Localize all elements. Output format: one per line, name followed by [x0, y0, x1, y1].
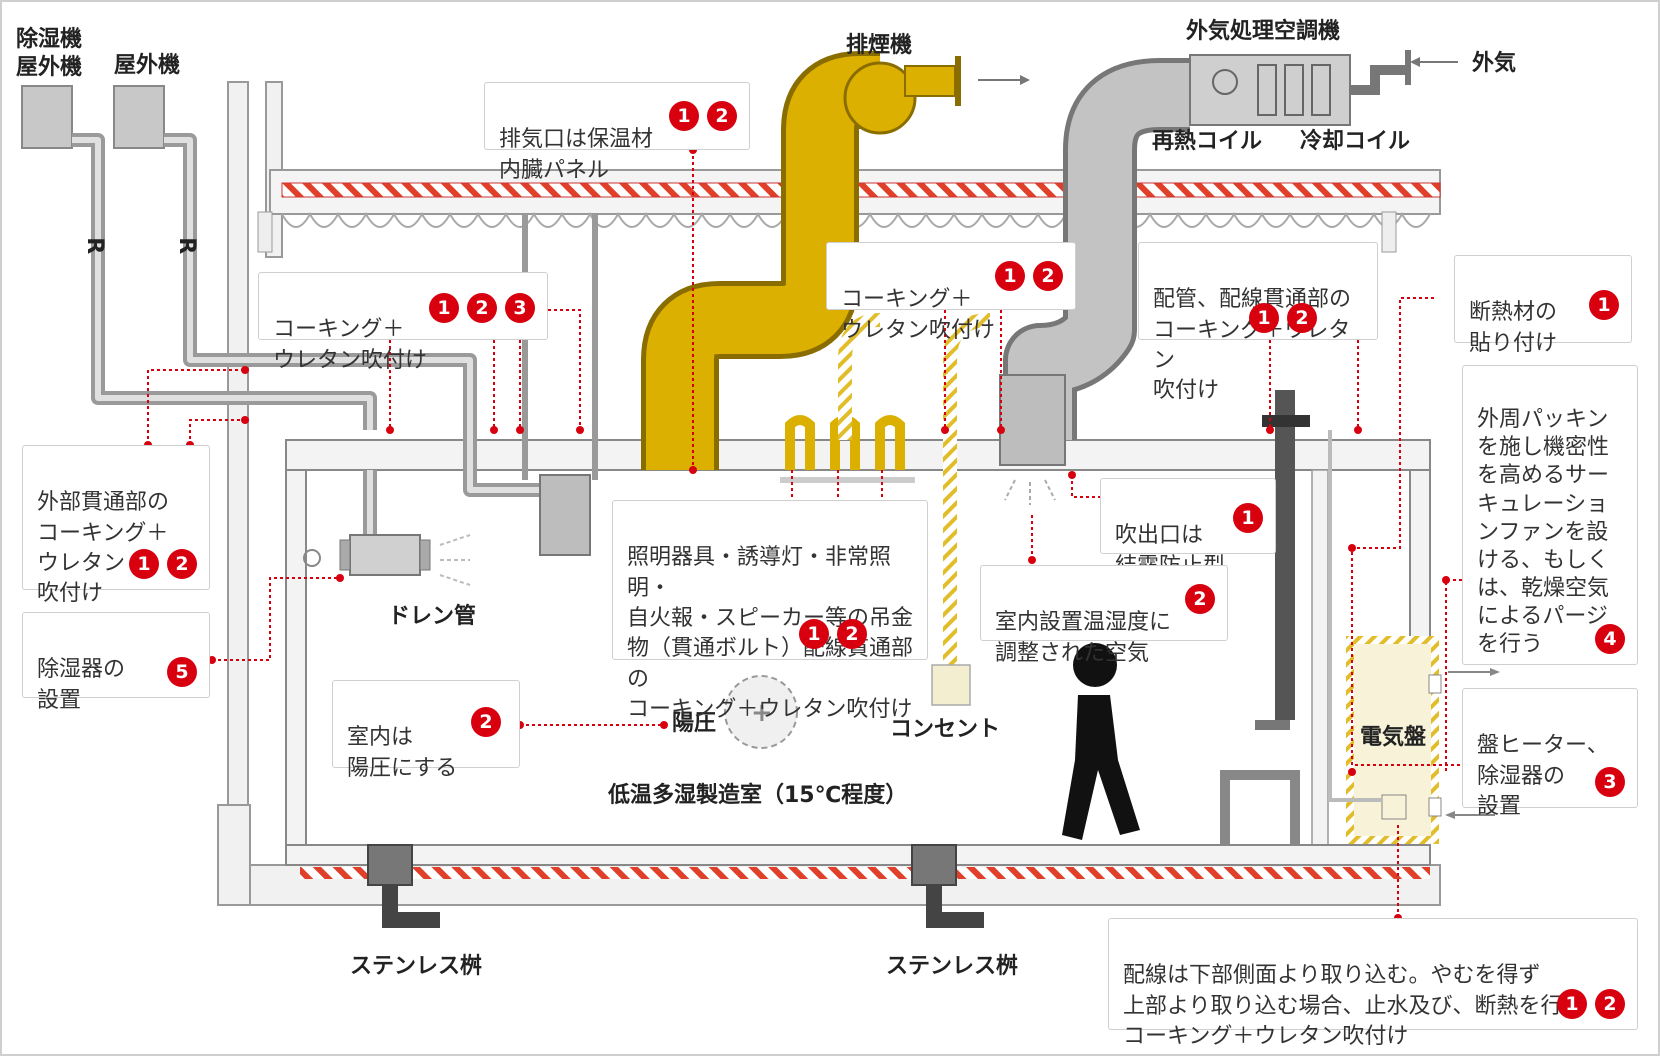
roof-insulation [281, 182, 1441, 198]
callout-insulation: 断熱材の 貼り付け 1 [1454, 255, 1632, 356]
leader-lines [147, 150, 1462, 918]
callout-text: 室内は 陽圧にする [347, 725, 458, 781]
beam-left [257, 211, 273, 253]
person [1062, 695, 1140, 840]
callout-adjusted-air: 室内設置温湿度に 調整された空気 2 [980, 565, 1228, 666]
callout-text: 排気口は保温材 内臓パネル [499, 127, 654, 183]
label-stainless-pit-2: ステンレス桝 [886, 954, 1019, 979]
label-outdoor-unit: 屋外機 [114, 53, 181, 78]
label-cooling-coil: 冷却コイル [1300, 129, 1411, 154]
badge: 3 [1595, 767, 1625, 797]
badge: 1 [1233, 503, 1263, 533]
callout-text: 室内設置温湿度に 調整された空気 [995, 610, 1172, 666]
label-plus: + [751, 697, 773, 730]
callout-positive-room: 室内は 陽圧にする 2 [332, 680, 520, 781]
pit-2 [911, 844, 957, 886]
callout-text: 配線は下部側面より取り込む。やむを得ず 上部より取り込む場合、止水及び、断熱を行… [1123, 963, 1585, 1050]
callout-text: 盤ヒーター、 除湿器の 設置 [1477, 733, 1609, 820]
label-electric-panel: 電気盤 [1360, 725, 1427, 750]
callout-text: 外周パッキン を施し機密性 を高めるサー キュレーショ ンファンを設 ける、もし… [1477, 407, 1610, 658]
label-stainless-pit-1: ステンレス桝 [350, 954, 483, 979]
callout-dehumidifier-install: 除湿器の 設置 5 [22, 612, 210, 713]
callout-outlet-condensation: 吹出口は 結露防止型 1 [1100, 478, 1276, 579]
badge: 1 [129, 549, 159, 579]
label-pipe-r2: R [174, 237, 200, 255]
badge: 2 [1595, 989, 1625, 1019]
room-wall-left [285, 469, 307, 851]
pressure-circle [724, 675, 798, 749]
label-exhaust-fan: 排煙機 [846, 33, 913, 58]
badge: 2 [471, 707, 501, 737]
label-outside-air: 外気 [1472, 51, 1517, 76]
badge: 3 [505, 293, 535, 323]
exhaust-fan-body [843, 61, 917, 135]
label-outlet: コンセント [890, 717, 1001, 742]
badge: 1 [1249, 303, 1279, 333]
badge: 4 [1595, 624, 1625, 654]
callout-text: コーキング＋ ウレタン吹付け [273, 317, 428, 373]
indoor-unit [539, 474, 591, 556]
callout-text: 外部貫通部の コーキング＋ ウレタン 吹付け [37, 490, 170, 607]
beam-right [1381, 211, 1397, 253]
diffuser [999, 374, 1066, 466]
badge: 2 [1185, 584, 1215, 614]
label-drain-pipe: ドレン管 [388, 604, 477, 629]
badge: 1 [1557, 989, 1587, 1019]
callout-lighting: 照明器具・誘導灯・非常照明・ 自火報・スピーカー等の吊金 物（貫通ボルト）配線貫… [612, 500, 928, 722]
drain-column [1275, 390, 1295, 720]
label-dehumidifier-outdoor: 除湿機 屋外機 [16, 27, 83, 80]
oa-duct [1008, 63, 1192, 440]
callout-wiring: 配線は下部側面より取り込む。やむを得ず 上部より取り込む場合、止水及び、断熱を行… [1108, 918, 1638, 1049]
badge: 2 [167, 549, 197, 579]
panel-wall [1311, 469, 1329, 851]
floor-panel [285, 844, 1431, 866]
badge: 2 [1287, 303, 1317, 333]
pit-1 [367, 844, 413, 886]
callout-text: 除湿器の 設置 [37, 657, 126, 713]
outlet-box [931, 664, 971, 706]
callout-perimeter-packing: 外周パッキン を施し機密性 を高めるサー キュレーショ ンファンを設 ける、もし… [1462, 365, 1638, 665]
badge: 2 [467, 293, 497, 323]
badge: 1 [429, 293, 459, 323]
callout-text: 照明器具・誘導灯・非常照明・ 自火報・スピーカー等の吊金 物（貫通ボルト）配線貫… [627, 545, 914, 723]
badge: 2 [837, 619, 867, 649]
exhaust-duct [646, 56, 894, 470]
base-left [217, 804, 251, 906]
label-pipe-r1: R [82, 237, 108, 255]
dehumidifier-outdoor-unit [21, 85, 73, 149]
badge: 1 [799, 619, 829, 649]
floor-insulation [300, 867, 1430, 879]
outdoor-unit-box [113, 85, 165, 149]
callout-text: コーキング＋ ウレタン吹付け [841, 287, 996, 343]
label-positive-pressure: 陽圧 [672, 710, 716, 738]
label-room-name: 低温多湿製造室（15℃程度） [608, 783, 908, 808]
dehumidifier [349, 534, 421, 576]
badge: 5 [167, 657, 197, 687]
badge: 2 [707, 101, 737, 131]
label-oa-unit: 外気処理空調機 [1186, 19, 1341, 44]
badge: 1 [1589, 290, 1619, 320]
label-reheat-coil: 再熱コイル [1152, 129, 1263, 154]
badge: 1 [995, 261, 1025, 291]
badge: 1 [669, 101, 699, 131]
callout-text: 断熱材の 貼り付け [1469, 300, 1558, 356]
outer-wall-left [227, 81, 249, 903]
badge: 2 [1033, 261, 1063, 291]
callout-panel-heater: 盤ヒーター、 除湿器の 設置 3 [1462, 688, 1638, 819]
